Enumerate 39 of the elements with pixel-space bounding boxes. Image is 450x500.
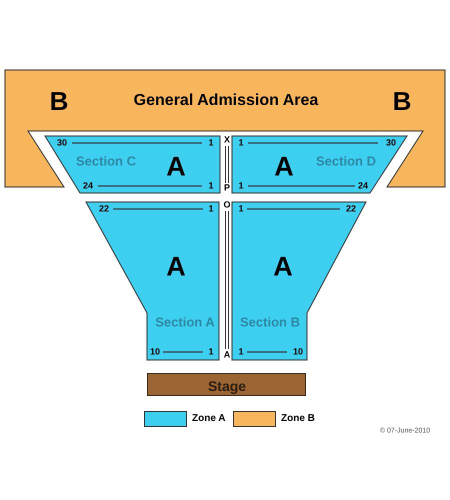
zone-letter: A [166, 154, 186, 180]
seating-section [45, 136, 220, 193]
zone-letter: A [166, 254, 186, 280]
row-number: 22 [346, 204, 356, 214]
section-name: Section C [76, 154, 136, 168]
row-number: 1 [238, 138, 244, 148]
row-number: 1 [208, 204, 214, 214]
section-name: Section A [155, 316, 215, 328]
seating-section [232, 202, 366, 360]
stage-block [147, 373, 306, 396]
row-number: 1 [238, 182, 244, 190]
section-name: Section D [316, 154, 376, 168]
zone-letter: A [274, 154, 294, 180]
zone-letter: A [273, 254, 293, 280]
seating-section [86, 202, 219, 360]
area-title: General Admission Area [134, 93, 318, 109]
legend-label: Zone B [281, 414, 315, 424]
row-number: 24 [83, 182, 93, 190]
aisle-letter: X [224, 136, 230, 144]
row-number: 1 [238, 348, 244, 356]
row-number: 10 [293, 348, 303, 356]
aisle-letter: O [224, 200, 230, 210]
aisle-letter: A [224, 350, 230, 360]
row-number: 30 [57, 138, 67, 148]
section-name: Section B [240, 316, 300, 328]
row-number: 10 [150, 348, 160, 356]
zone-letter: B [392, 88, 412, 114]
seating-section [232, 136, 407, 193]
zone-letter: B [50, 88, 68, 114]
row-number: 1 [208, 138, 214, 148]
row-number: 22 [99, 204, 109, 214]
row-number: 30 [386, 138, 396, 148]
row-number: 1 [208, 348, 214, 356]
legend-label: Zone A [192, 414, 226, 424]
stage-label: Stage [208, 378, 246, 392]
row-number: 1 [208, 182, 214, 190]
row-number: 24 [358, 182, 368, 190]
row-number: 1 [238, 204, 244, 214]
aisle-letter: P [224, 184, 230, 192]
